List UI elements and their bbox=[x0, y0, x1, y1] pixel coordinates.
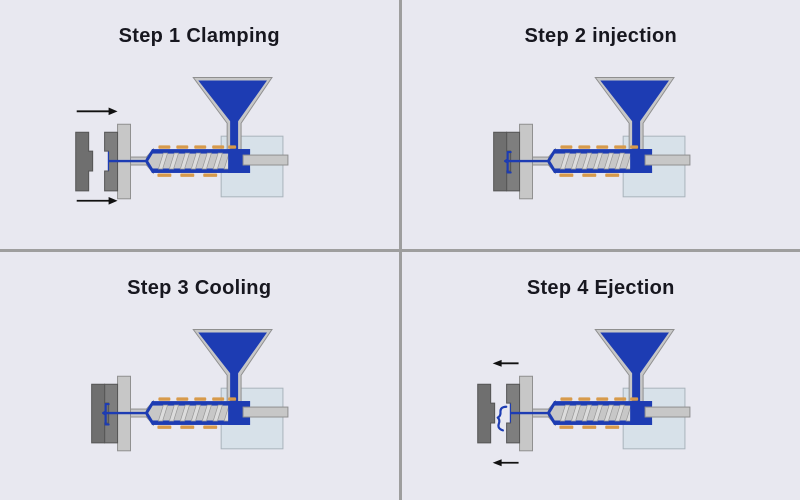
panel-step-1: Step 1 Clamping bbox=[0, 0, 399, 249]
injection-molding-machine bbox=[504, 76, 691, 201]
panel-step-3: Step 3 Cooling bbox=[0, 251, 399, 500]
injection-molding-machine bbox=[504, 327, 691, 452]
injection-molding-machine bbox=[103, 76, 290, 201]
injection-molding-machine bbox=[103, 327, 290, 452]
panel-step-2: Step 2 injection bbox=[401, 0, 800, 249]
panel-step-4: Step 4 Ejection bbox=[401, 251, 800, 500]
panel-title: Step 3 Cooling bbox=[127, 276, 272, 299]
ejected-part bbox=[494, 404, 507, 431]
panel-title: Step 4 Ejection bbox=[526, 276, 675, 299]
panel-title: Step 1 Clamping bbox=[118, 25, 280, 47]
panel-title: Step 2 injection bbox=[524, 25, 678, 47]
